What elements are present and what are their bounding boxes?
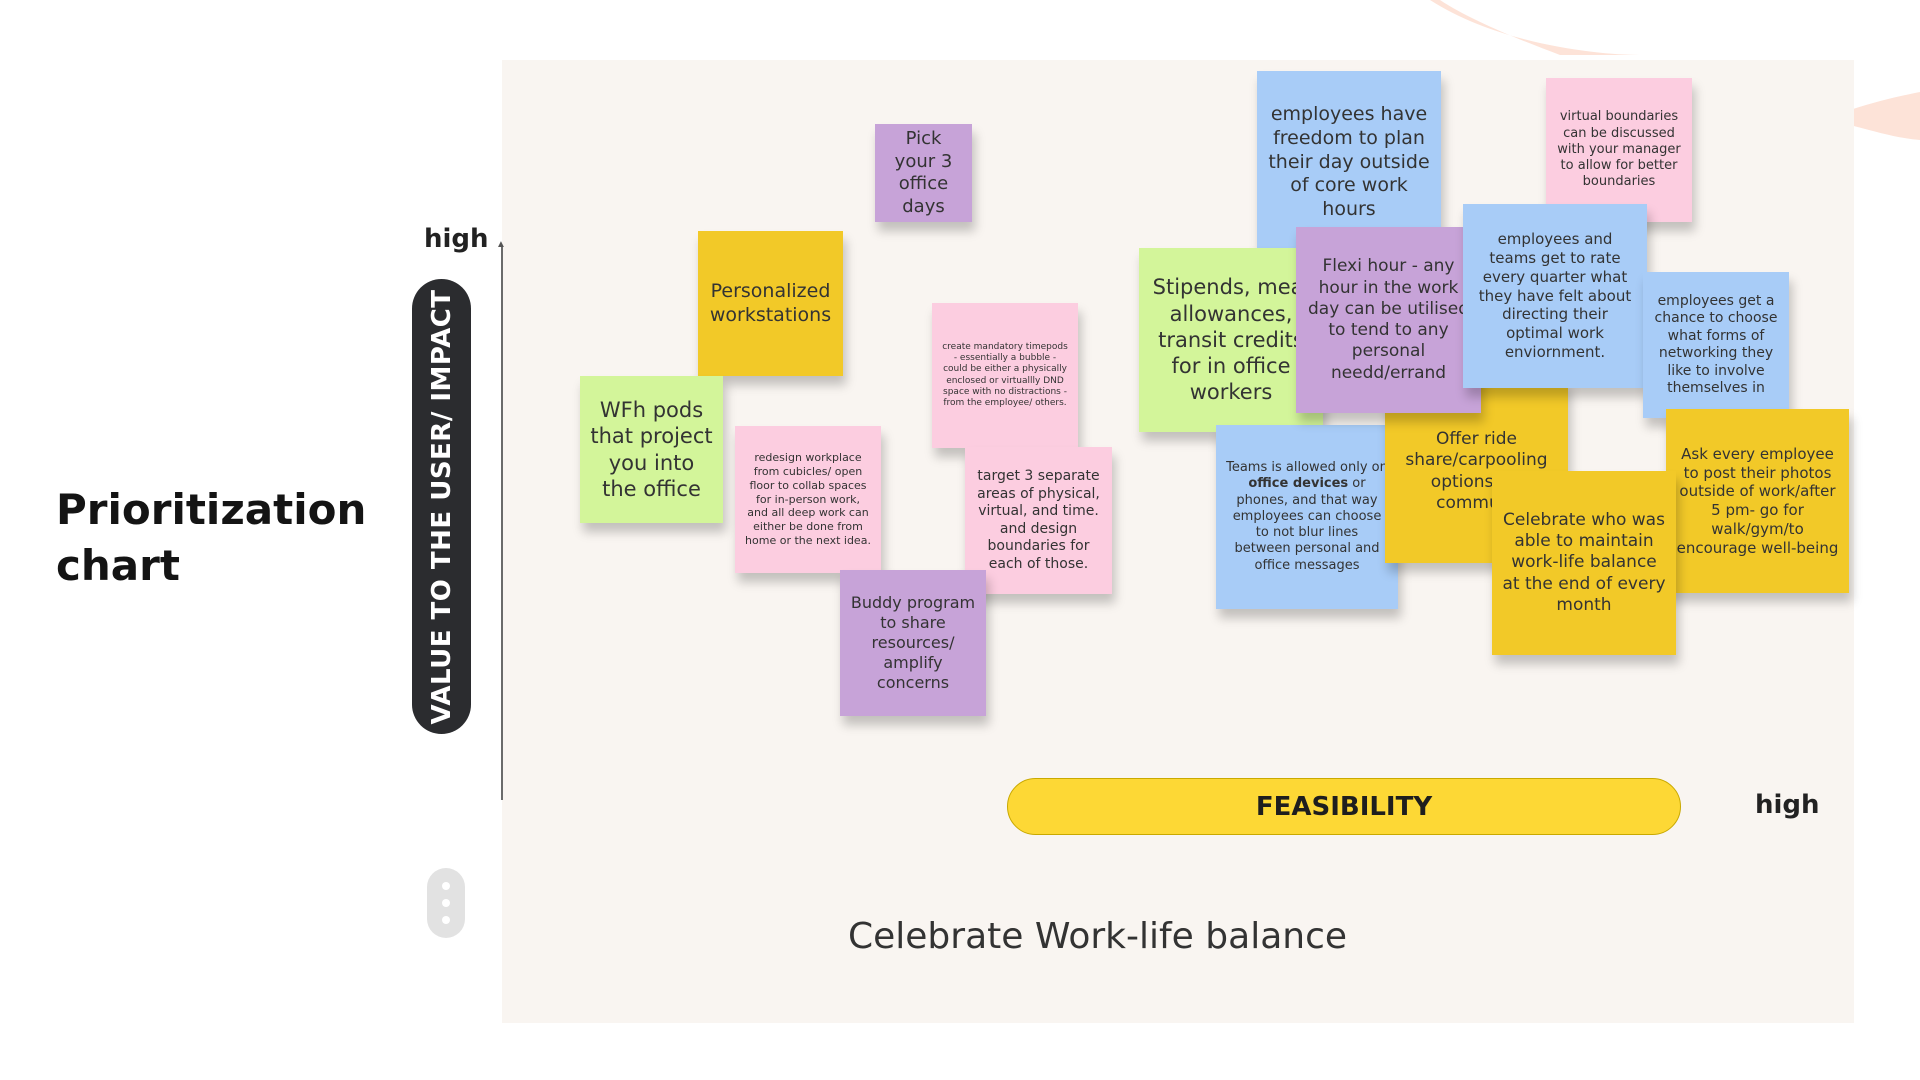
note-text: employees and teams get to rate every qu… [1478,230,1632,361]
note-text-part: Teams is allowed only on [1226,460,1388,476]
y-axis-label: VALUE TO THE USER/ IMPACT [426,288,457,725]
y-axis-label-pill: VALUE TO THE USER/ IMPACT [412,279,471,734]
sticky-note-networking-choice[interactable]: employees get a chance to choose what fo… [1643,272,1789,418]
sticky-note-freedom-to-plan[interactable]: employees have freedom to plan their day… [1257,71,1441,254]
note-text: employees get a chance to choose what fo… [1654,292,1778,397]
sticky-note-wfh-pods[interactable]: WFh pods that project you into the offic… [580,376,723,523]
note-text: Personalized workstations [709,279,832,326]
sticky-note-teams-office-devices[interactable]: Teams is allowed only on office devices … [1216,425,1398,609]
sticky-note-buddy-program[interactable]: Buddy program to share resources/ amplif… [840,570,986,716]
note-text: Pick your 3 office days [894,128,953,217]
sticky-note-celebrate[interactable]: Celebrate who was able to maintain work-… [1492,471,1676,655]
note-text: Ask every employee to post their photos … [1676,444,1839,557]
note-text: Teams is allowed only on office devices … [1226,460,1388,574]
page-title: Prioritization chart [56,485,367,590]
y-axis-arrow-icon: ▲ [496,239,506,250]
note-text-part: or phones, and that way employees can ch… [1232,476,1382,573]
note-text: Flexi hour - any hour in the work day ca… [1308,256,1469,383]
note-text: virtual boundaries can be discussed with… [1557,109,1681,190]
sticky-note-personalized-workstations[interactable]: Personalized workstations [698,231,843,376]
y-axis-line [501,245,503,800]
sticky-note-stipends[interactable]: Stipends, meal allowances, transit credi… [1139,248,1323,432]
x-axis-high-label: high [1755,790,1820,820]
note-text: Stipends, meal allowances, transit credi… [1152,275,1310,405]
sticky-note-flexi-hour[interactable]: Flexi hour - any hour in the work day ca… [1296,227,1481,413]
sticky-note-post-photos[interactable]: Ask every employee to post their photos … [1666,409,1849,593]
sticky-note-target-areas[interactable]: target 3 separate areas of physical, vir… [965,447,1112,594]
sticky-note-virtual-boundaries[interactable]: virtual boundaries can be discussed with… [1546,78,1692,222]
y-axis-high-label: high [424,224,489,254]
note-text: target 3 separate areas of physical, vir… [977,468,1100,572]
x-axis-label-pill: FEASIBILITY [1007,778,1681,835]
note-text-bold: office devices [1248,476,1349,492]
note-text: Buddy program to share resources/ amplif… [850,593,976,692]
more-options-icon[interactable] [427,868,465,938]
sticky-note-rate-every-quarter[interactable]: employees and teams get to rate every qu… [1463,204,1647,388]
note-text: create mandatory timepods - essentially … [942,341,1068,408]
note-text: WFh pods that project you into the offic… [590,398,713,501]
note-text: redesign workplace from cubicles/ open f… [745,451,871,547]
x-axis-label: FEASIBILITY [1255,791,1433,822]
chart-caption: Celebrate Work-life balance [848,916,1348,957]
note-text: Celebrate who was able to maintain work-… [1502,509,1666,615]
sticky-note-pick-office-days[interactable]: Pick your 3 office days [875,124,972,222]
note-text: employees have freedom to plan their day… [1268,103,1430,221]
sticky-note-redesign-workplace[interactable]: redesign workplace from cubicles/ open f… [735,426,881,573]
sticky-note-mandatory-timepods[interactable]: create mandatory timepods - essentially … [932,303,1078,448]
